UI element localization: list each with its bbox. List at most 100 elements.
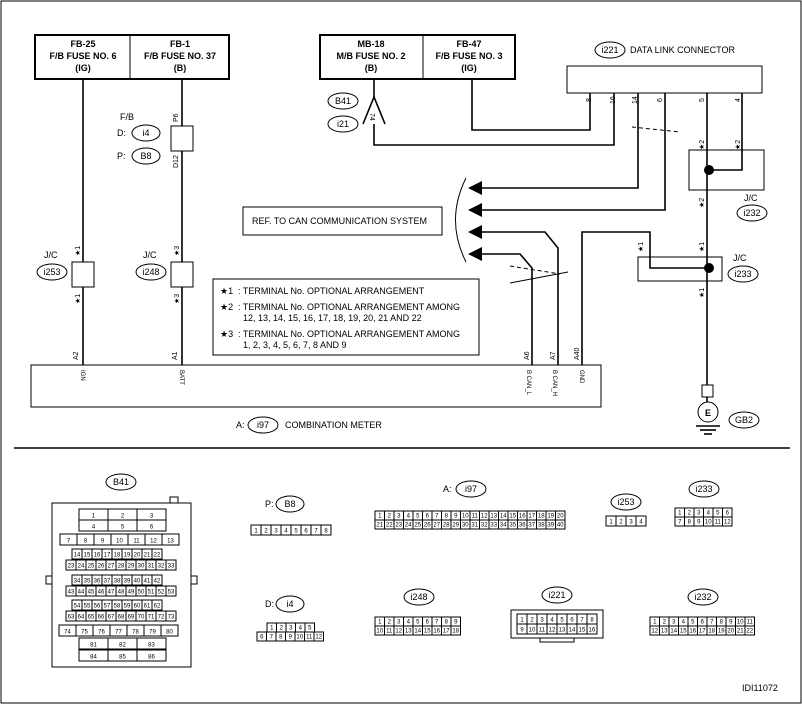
fb-p-label: P:: [117, 151, 126, 161]
fuse-fb47-id: FB-47: [456, 39, 481, 49]
pin-i97-19: 19: [547, 514, 554, 520]
pin-i97-25: 25: [414, 523, 421, 529]
pin-b41-47: 47: [108, 590, 115, 596]
jc-i232: ★2 ★2 ★2 J/C i232: [688, 140, 768, 222]
pin-i232-17: 17: [699, 629, 706, 635]
pin-i97-37: 37: [528, 523, 535, 529]
pin-i233-5: 5: [716, 511, 720, 517]
pin-i253-3: 3: [629, 520, 633, 526]
note-2-text2: 12, 13, 14, 15, 16, 17, 18, 19, 20, 21 A…: [243, 313, 422, 323]
fb-pin-p6: P6: [173, 113, 180, 122]
jc-i233-star-bot: ★1: [698, 288, 706, 298]
i21-ref: i21: [337, 119, 349, 129]
pin-i97-32: 32: [481, 523, 488, 529]
pin-b41-18: 18: [114, 553, 121, 559]
ground-ref: GB2: [735, 415, 753, 425]
notes-box: ★1 : TERMINAL No. OPTIONAL ARRANGEMENT ★…: [212, 278, 480, 356]
pin-b41-68: 68: [118, 615, 125, 621]
jc-i248-ref: i248: [142, 267, 159, 277]
pin-i232-22-cell: [744, 625, 755, 636]
meter-prefix: A:: [236, 420, 245, 430]
fb-connector: F/B D: i4 P: B8 P6 D12: [117, 112, 194, 168]
pin-i232-1: 1: [653, 620, 657, 626]
pin-b41-61: 61: [144, 604, 151, 610]
conn-i4-ref: i4: [286, 599, 293, 609]
note-1-mark: ★1: [220, 286, 233, 296]
pin-i248-6: 6: [426, 620, 430, 626]
fb-pin-d12: D12: [173, 155, 180, 168]
pin-i232-3: 3: [672, 620, 676, 626]
pin-b41-8: 8: [84, 539, 88, 545]
pin-i97-23: 23: [395, 523, 402, 529]
pin-i97-21: 21: [376, 523, 383, 529]
pin-b41-81: 81: [90, 643, 97, 649]
pin-i248-7: 7: [435, 620, 439, 626]
combination-meter: A2 IGN A1 BATT A7 B CAN_L A6 B CAN_H A40…: [30, 347, 602, 434]
pin-b41-75: 75: [81, 630, 88, 636]
meter-sig-bcanl: B CAN_L: [525, 370, 531, 396]
pin-i233-3: 3: [697, 511, 701, 517]
pin-b41-2: 2: [121, 514, 125, 520]
pin-b41-33-cell: [165, 559, 177, 571]
pin-i253-2: 2: [619, 520, 623, 526]
pin-b41-33: 33: [168, 564, 175, 570]
pin-b41-66: 66: [98, 615, 105, 621]
pin-b41-35: 35: [84, 579, 91, 585]
pin-i97-26: 26: [424, 523, 431, 529]
pin-b41-13: 13: [167, 539, 174, 545]
ground-gb2: E GB2: [696, 384, 760, 435]
fb-d-label: D:: [117, 128, 126, 138]
pin-i221-15: 15: [579, 628, 586, 634]
dlc-body: [566, 65, 763, 94]
dlc-pin-14: 14: [632, 96, 639, 104]
can-ref-text: REF. TO CAN COMMUNICATION SYSTEM: [252, 216, 427, 226]
pin-b41-64: 64: [78, 615, 85, 621]
pin-i248-13: 13: [405, 629, 412, 635]
pin-b41-16: 16: [94, 553, 101, 559]
pin-b41-24: 24: [78, 564, 85, 570]
pin-b41-31: 31: [148, 564, 155, 570]
can-ref-box: [242, 206, 443, 236]
pin-i248-17: 17: [443, 629, 450, 635]
pin-b41-80-cell: [160, 624, 179, 637]
note-2-text: : TERMINAL No. OPTIONAL ARRANGEMENT AMON…: [238, 302, 460, 312]
pin-b41-45: 45: [88, 590, 95, 596]
jc-i253-ref: i253: [43, 267, 60, 277]
pin-i253-4-cell: [635, 515, 647, 527]
pin-b8-8: 8: [324, 529, 328, 535]
pin-i97-11: 11: [472, 514, 479, 520]
meter-sig-ign: IGN: [79, 370, 85, 381]
jc-i233-ref: i233: [734, 269, 751, 279]
pin-b8-7: 7: [314, 529, 318, 535]
pin-b41-13-cell: [161, 533, 180, 546]
jc-i253-label: J/C: [44, 250, 58, 260]
pin-b41-25: 25: [88, 564, 95, 570]
pin-i4-2: 2: [280, 626, 284, 632]
pin-i232-15: 15: [680, 629, 687, 635]
pin-i232-21: 21: [737, 629, 744, 635]
pin-b41-73: 73: [168, 615, 175, 621]
pin-i97-10: 10: [462, 514, 469, 520]
fb-title: F/B: [120, 112, 134, 122]
pin-b41-74: 74: [64, 630, 71, 636]
pin-b41-27: 27: [108, 564, 115, 570]
pin-i232-2: 2: [663, 620, 667, 626]
pin-b41-38: 38: [114, 579, 121, 585]
pin-i232-18: 18: [708, 629, 715, 635]
note-2-mark: ★2: [220, 302, 233, 312]
pin-i4-9: 9: [289, 635, 293, 641]
pin-b41-58: 58: [114, 604, 121, 610]
pin-b41-17: 17: [104, 553, 111, 559]
conn-i232-ref: i232: [694, 592, 711, 602]
pin-i232-13: 13: [661, 629, 668, 635]
fuse-fb25-power: (IG): [75, 63, 91, 73]
pin-b41-34: 34: [74, 579, 81, 585]
pin-i232-14: 14: [670, 629, 677, 635]
pin-i232-22: 22: [746, 629, 753, 635]
pin-b41-36: 36: [94, 579, 101, 585]
dlc-label: DATA LINK CONNECTOR: [630, 45, 736, 55]
pin-i97-38: 38: [538, 523, 545, 529]
